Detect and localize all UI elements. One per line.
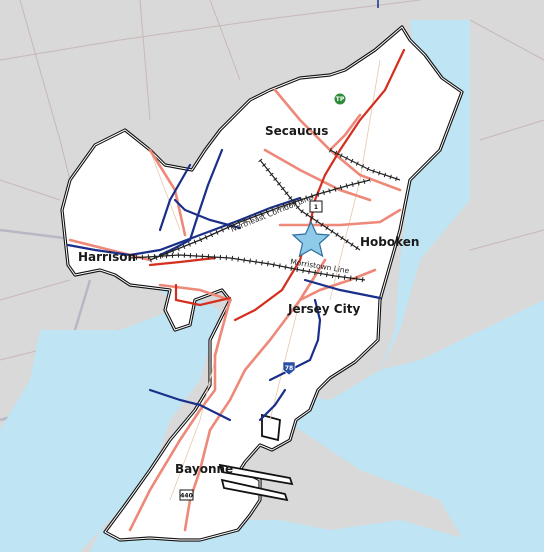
piers xyxy=(218,413,294,502)
rail-northeast-corridor xyxy=(149,179,371,261)
svg-text:78: 78 xyxy=(285,365,293,372)
place-label-secaucus: Secaucus xyxy=(265,124,328,138)
rail-branch xyxy=(259,159,361,251)
rt440-shield-icon: 440 xyxy=(179,489,194,501)
place-label-jersey-city: Jersey City xyxy=(287,302,360,316)
place-label-harrison: Harrison xyxy=(78,250,136,264)
svg-text:440: 440 xyxy=(180,493,193,500)
site-star-icon xyxy=(291,220,331,258)
us1-shield-icon: 1 xyxy=(309,200,323,213)
svg-text:TP: TP xyxy=(336,96,345,103)
rail-morristown xyxy=(129,254,366,281)
svg-text:1: 1 xyxy=(314,204,318,211)
rail-branch-north xyxy=(329,149,401,181)
study-area-inner-line xyxy=(61,26,463,541)
turnpike-shield-icon: TP xyxy=(333,92,347,106)
rail-lines xyxy=(129,147,401,283)
primary-routes xyxy=(148,48,406,322)
place-label-hoboken: Hoboken xyxy=(360,235,419,249)
place-label-bayonne: Bayonne xyxy=(175,462,233,476)
i78-shield-icon: 78 xyxy=(282,361,296,376)
